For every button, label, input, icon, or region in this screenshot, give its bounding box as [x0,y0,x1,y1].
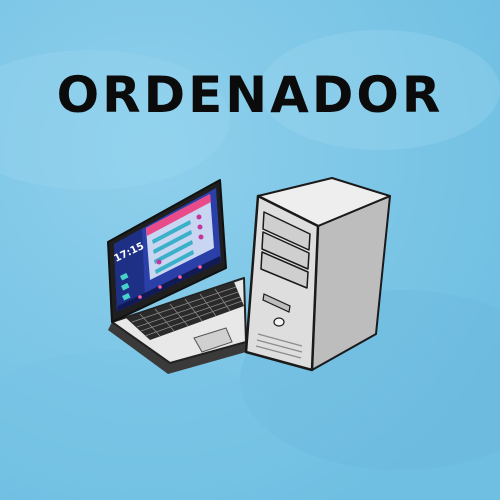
page-title: ORDENADOR [56,66,444,124]
front-vents [255,333,303,359]
laptop-icon: 17:15 [107,179,247,374]
drive-bays [260,211,311,289]
keyboard-keys [131,286,243,337]
touchpad [193,327,233,353]
desktop-tower-icon [244,177,391,372]
power-button [273,317,285,327]
